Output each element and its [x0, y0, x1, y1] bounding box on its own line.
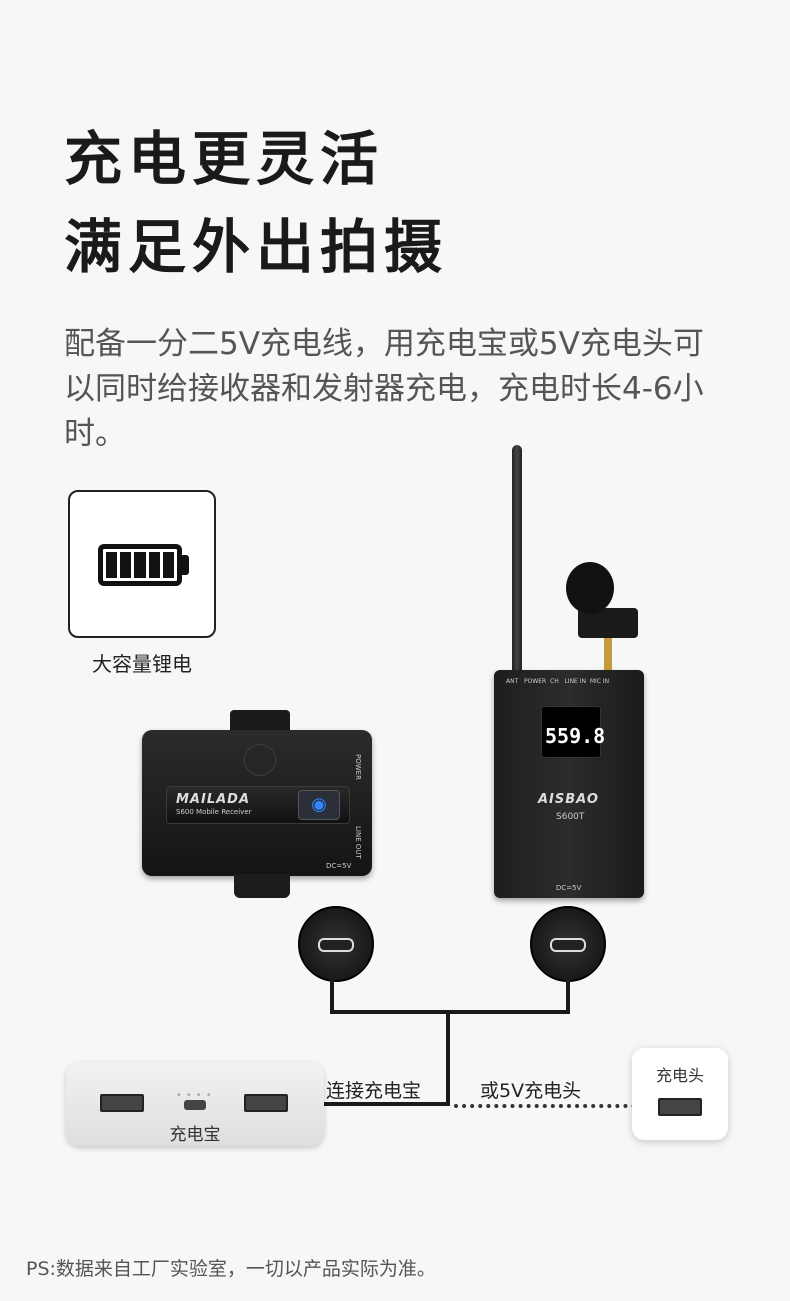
charger-label: 充电头	[655, 1066, 704, 1085]
transmitter-antenna	[512, 445, 522, 675]
mic-cable	[604, 630, 612, 674]
receiver-model: S600 Mobile Receiver	[176, 808, 252, 816]
headline-line-2: 满足外出拍摄	[64, 213, 449, 281]
transmitter-frequency: 559.8	[545, 724, 606, 748]
charger-option-label: 或5V充电头	[480, 1080, 582, 1102]
micro-usb-port-icon	[184, 1100, 206, 1110]
receiver-dc-label: DC=5V	[326, 862, 352, 870]
charger-cable	[454, 1104, 660, 1108]
receiver-usb-port-icon	[298, 906, 374, 982]
wall-charger	[632, 1048, 728, 1140]
battery-label: 大容量锂电	[92, 652, 192, 676]
transmitter-device	[494, 670, 644, 898]
usb-port-icon	[100, 1094, 144, 1112]
transmitter-model: S600T	[556, 812, 585, 822]
battery-full-icon	[98, 544, 182, 586]
transmitter-dc-label: DC=5V	[556, 884, 582, 892]
receiver-lineout-label: LINE OUT	[354, 826, 362, 859]
power-bank-indicator-dots: ••••	[176, 1090, 216, 1101]
usb-port-icon	[658, 1098, 702, 1116]
power-bank-label: 充电宝	[169, 1125, 221, 1145]
connect-powerbank-label: 连接充电宝	[326, 1080, 422, 1102]
receiver-knob	[244, 744, 276, 776]
receiver-power-label: POWER	[354, 754, 362, 780]
headline-line-1: 充电更灵活	[64, 125, 385, 193]
transmitter-display	[541, 706, 601, 758]
description: 配备一分二5V充电线，用充电宝或5V充电头可以同时给接收器和发射器充电，充电时长…	[64, 326, 704, 452]
footnote: PS:数据来自工厂实验室，一切以产品实际为准。	[26, 1258, 436, 1280]
transmitter-brand: AISBAO	[538, 792, 599, 807]
transmitter-ports: ANT POWER CH LINE IN MIC IN	[506, 678, 610, 685]
battery-card	[68, 490, 216, 638]
usb-port-icon	[244, 1094, 288, 1112]
receiver-brand: MAILADA	[176, 792, 251, 807]
transmitter-usb-port-icon	[530, 906, 606, 982]
wifi-icon: ◉	[298, 790, 340, 820]
lavalier-mic	[566, 562, 614, 614]
